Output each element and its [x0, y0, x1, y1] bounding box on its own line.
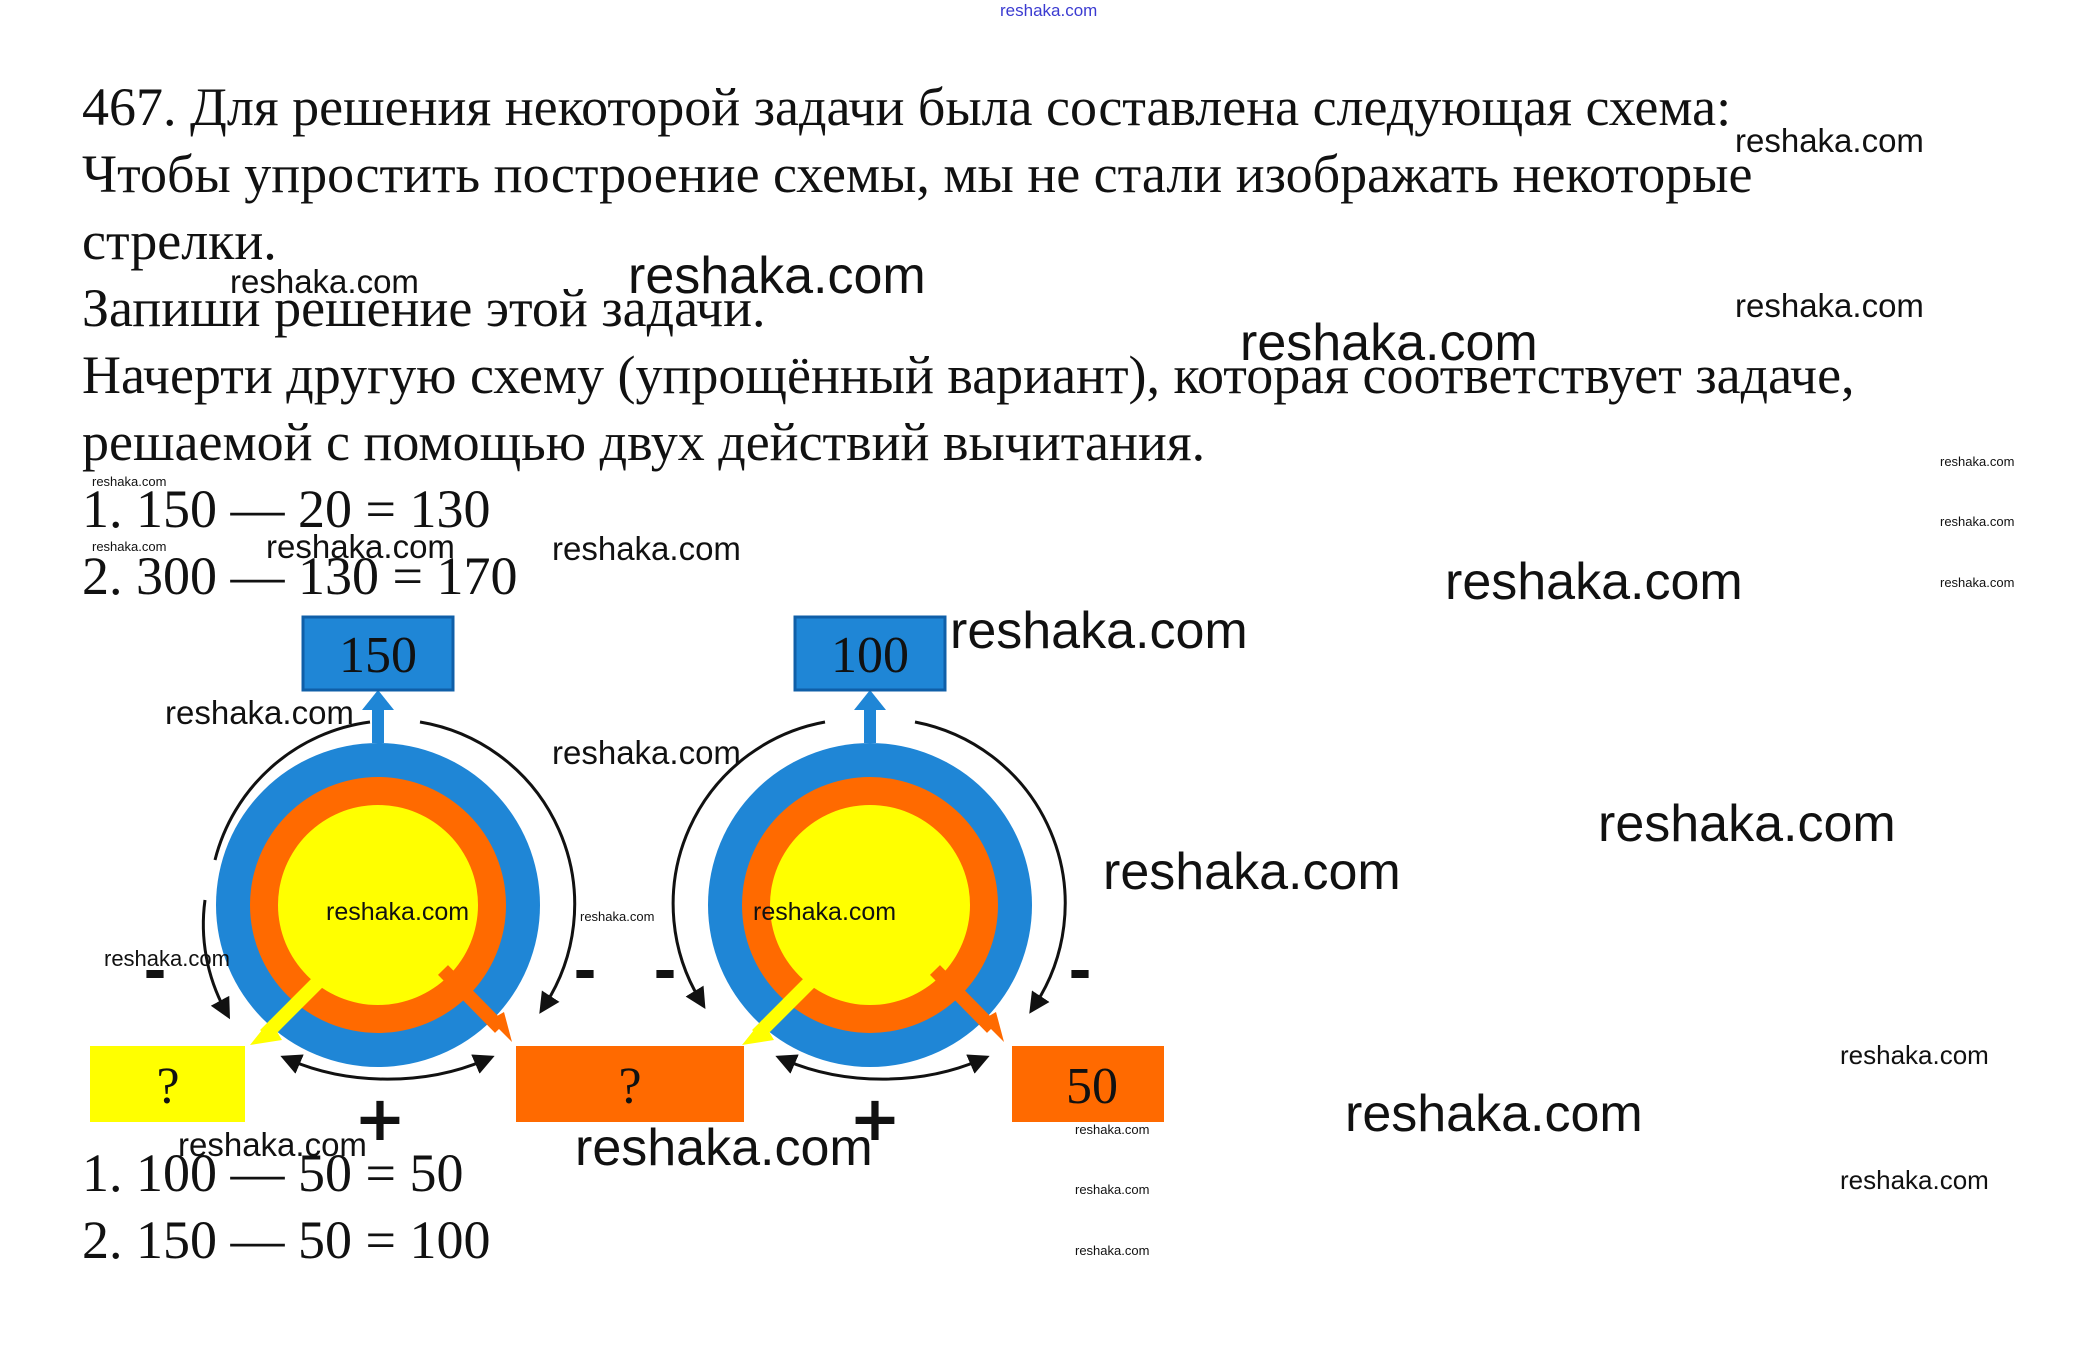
- task-line-4: Запиши решение этой задачи.: [82, 278, 766, 338]
- task-line-6: решаемой с помощью двух действий вычитан…: [82, 412, 1206, 472]
- watermark: reshaka.com: [1840, 1165, 1989, 1195]
- circle-2-core: [770, 805, 970, 1005]
- watermark: reshaka.com: [1940, 454, 2015, 469]
- watermark: reshaka.com: [92, 474, 167, 489]
- arc-1-bottom-arrow: [280, 1054, 495, 1081]
- watermark: reshaka.com: [92, 539, 167, 554]
- box-circle-1-right: [516, 1046, 744, 1122]
- watermark: reshaka.com: [1075, 1182, 1150, 1197]
- watermark: reshaka.com: [580, 909, 655, 924]
- watermark: reshaka.com: [1075, 1122, 1150, 1137]
- box-circle-2-right: [1012, 1046, 1164, 1122]
- box-circle-1-top-value: 150: [339, 627, 417, 684]
- box-circle-1-right-value: ?: [618, 1058, 641, 1115]
- watermark: reshaka.com: [1735, 287, 1924, 324]
- arrow-2-orange: [930, 965, 997, 1033]
- arc-2-bottom-arrow: [775, 1054, 990, 1081]
- arrow-1-yellow: [260, 973, 327, 1040]
- task-line-5: Начерти другую схему (упрощённый вариант…: [82, 345, 1855, 405]
- solution-top-step-1: 1. 150 — 20 = 130: [82, 479, 491, 539]
- minus-sign-2-right: -: [1068, 939, 1091, 1004]
- minus-sign-1-left: -: [143, 939, 166, 1004]
- box-circle-2-top: [793, 615, 947, 692]
- box-circle-1-left-value: ?: [156, 1058, 179, 1115]
- watermark: reshaka.com: [1240, 314, 1538, 372]
- scheme-diagram: 150 ? ? - - + 100 50 -: [90, 615, 1164, 1155]
- watermark: reshaka.com: [165, 694, 354, 731]
- circle-group-1: 150 ? ? - - +: [90, 615, 744, 1155]
- arc-1-right-arrow: [419, 720, 577, 1014]
- arrow-2-orange-head: [982, 1012, 1004, 1042]
- watermark: reshaka.com: [178, 1126, 367, 1163]
- watermark: reshaka.com: [326, 898, 470, 926]
- watermark: reshaka.com: [552, 530, 741, 567]
- solution-top-step-2: 2. 300 — 130 = 170: [82, 546, 518, 606]
- arc-1-left-arrow: [201, 899, 230, 1020]
- box-circle-1-top: [301, 615, 455, 692]
- site-header-watermark[interactable]: reshaka.com: [1000, 1, 1098, 20]
- arrow-2-yellow-head: [742, 1020, 774, 1045]
- watermark: reshaka.com: [753, 898, 897, 926]
- watermark: reshaka.com: [1075, 1243, 1150, 1258]
- box-circle-2-right-value: 50: [1066, 1058, 1118, 1115]
- plus-sign-1: +: [354, 1082, 406, 1155]
- arc-1-left: [213, 720, 371, 861]
- watermark: reshaka.com: [575, 1119, 873, 1177]
- watermark: reshaka.com: [1940, 575, 2015, 590]
- task-line-3: стрелки.: [82, 211, 277, 271]
- circle-group-2: 100 50 - - +: [653, 615, 1164, 1155]
- circle-1-core: [278, 805, 478, 1005]
- task-line-1: 467. Для решения некоторой задачи была с…: [82, 77, 1732, 137]
- arrow-2-up-head: [854, 690, 886, 710]
- watermark: reshaka.com: [1735, 122, 1924, 159]
- watermark: reshaka.com: [950, 602, 1248, 660]
- solution-bottom-step-1: 1. 100 — 50 = 50: [82, 1143, 464, 1203]
- watermark: reshaka.com: [1940, 514, 2015, 529]
- arrow-1-up-head: [362, 690, 394, 710]
- arc-2-left-arrow: [671, 720, 826, 1009]
- watermark: reshaka.com: [266, 528, 455, 565]
- watermark: reshaka.com: [1445, 553, 1743, 611]
- solution-bottom-step-2: 2. 150 — 50 = 100: [82, 1210, 491, 1270]
- watermark: reshaka.com: [230, 263, 419, 300]
- arrow-1-orange-head: [490, 1012, 512, 1042]
- minus-sign-1-right: -: [573, 939, 596, 1004]
- watermark: reshaka.com: [552, 734, 741, 771]
- box-circle-2-top-value: 100: [831, 627, 909, 684]
- watermark: reshaka.com: [1840, 1040, 1989, 1070]
- arc-2-right-arrow: [914, 720, 1067, 1014]
- minus-sign-2-left: -: [653, 939, 676, 1004]
- arrow-1-orange: [438, 965, 505, 1033]
- arrow-2-yellow: [752, 973, 819, 1040]
- box-circle-1-left: [90, 1046, 245, 1122]
- watermark: reshaka.com: [628, 247, 926, 305]
- task-line-2: Чтобы упростить построение схемы, мы не …: [82, 144, 1753, 204]
- arrow-1-yellow-head: [250, 1020, 282, 1045]
- watermark: reshaka.com: [1103, 843, 1401, 901]
- plus-sign-2: +: [849, 1082, 901, 1155]
- watermark: reshaka.com: [1598, 795, 1896, 853]
- watermark: reshaka.com: [1345, 1085, 1643, 1143]
- watermark: reshaka.com: [104, 946, 230, 971]
